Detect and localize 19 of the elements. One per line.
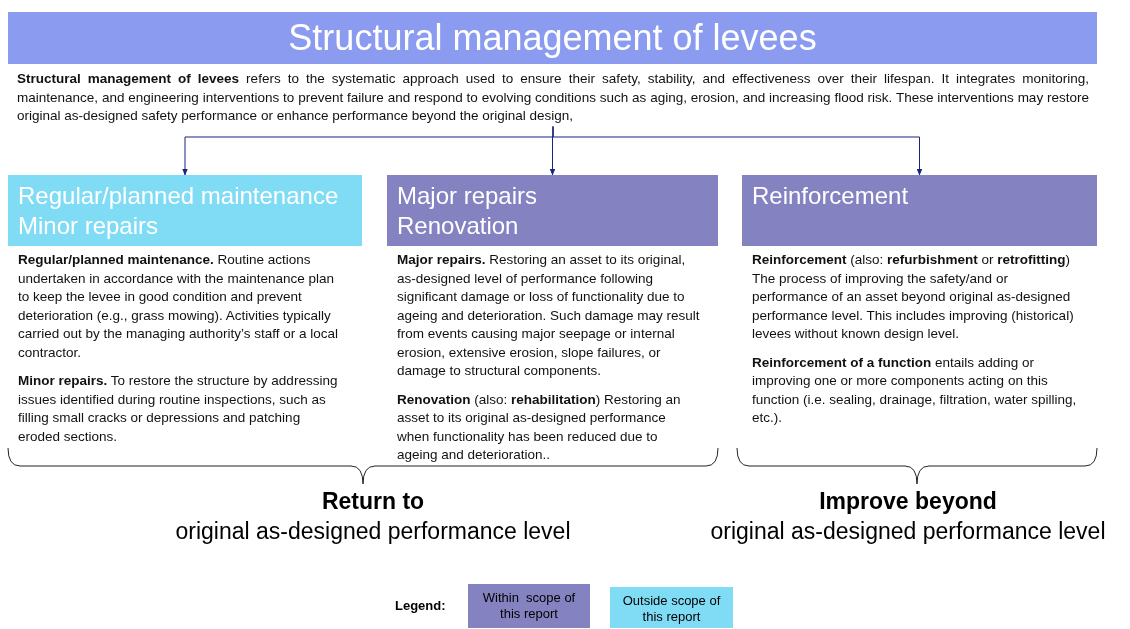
outcome-text: original as-designed performance level — [174, 518, 572, 545]
outcome-heading: Improve beyond — [818, 488, 998, 515]
outcome-heading: Return to — [320, 488, 426, 515]
description-paragraph: Regular/planned maintenance. Routine actions undertaken in accordance with the maintenance plan to keep the levee in good condition and prevent deterioration (e.g., grass mowing). Activities typically carried out by the managing authority’s staff or a local contractor. — [17, 251, 339, 362]
outcome-text: original as-designed performance level — [709, 518, 1107, 545]
intro-paragraph: Structural management of levees refers to the systematic approach used to ensure their safety, stability, and effectiveness over their lifespan. It integrates monitoring, maintenance, and engineering interventions to prevent failure and respond to evolving conditions such as aging, erosion, and increasing flood risk. These interventions may restore original as-designed safety performance or enhance performance beyond the original design, — [17, 70, 1089, 126]
description-paragraph: Reinforcement of a function entails adding or improving one or more components acting on this function (i.e. sealing, drainage, filtration, water spilling, etc.). — [751, 353, 1078, 427]
description-paragraph: Reinforcement (also: refurbishment or retrofitting) The process of improving the safety/and or performance of an asset beyond original as-designed performance level. This includes improving (historical) levees without known design level. — [751, 251, 1075, 343]
arrow — [552, 126, 923, 176]
category-header: Major repairs Renovation — [387, 175, 718, 246]
description-paragraph: Renovation (also: rehabilitation) Restoring an asset to its original as-designed performance when functionality has been reduced due to ageing and deterioration.. — [396, 390, 682, 464]
legend-swatch: Outside scope of this report — [610, 587, 733, 628]
legend-swatch: Within scope of this report — [468, 584, 590, 628]
description-paragraph: Minor repairs. To restore the structure by addressing issues identified during routine inspections, such as filling small cracks or depressions and patching eroded sections. — [17, 372, 339, 446]
category-header: Reinforcement — [742, 175, 1097, 246]
legend-title: Legend: — [395, 598, 446, 613]
category-header: Regular/planned maintenance Minor repairs — [8, 175, 362, 246]
description-paragraph: Major repairs. Restoring an asset to its original, as-designed level of performance following significant damage or loss of functionality due to ageing and deterioration. Such damage may result from events causing major seepage or internal erosion, extensive erosion, slope failures, or damage to structural components. — [396, 251, 701, 380]
title-band: Structural management of levees — [8, 12, 1097, 64]
